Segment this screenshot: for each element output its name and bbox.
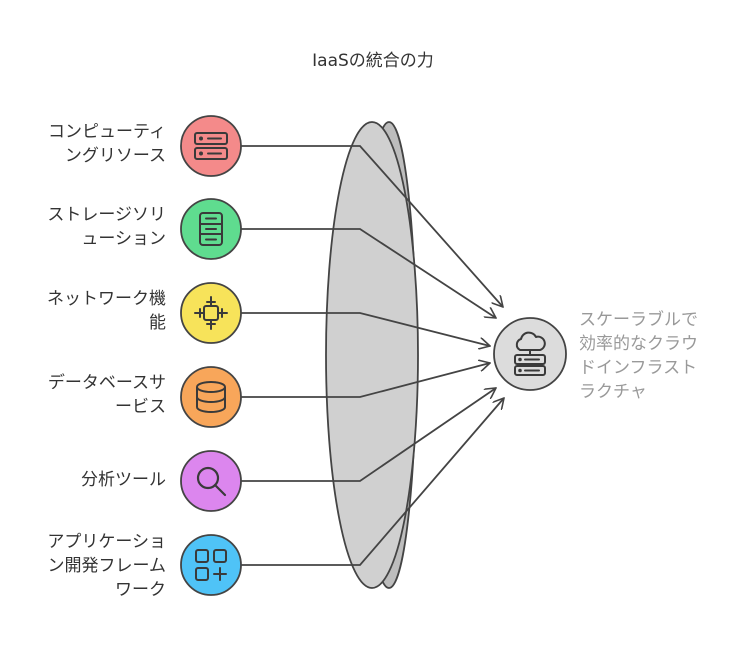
item-label-line: ン開発フレーム	[47, 556, 167, 576]
magnifier-icon	[196, 466, 227, 497]
item-label-line: ストレージソリ	[47, 205, 166, 225]
cloud-server-icon	[514, 331, 546, 376]
item-node-circle	[180, 366, 242, 428]
item-label-line: コンピューティ	[48, 122, 166, 142]
item-node-circle	[180, 115, 242, 177]
item-label-analytics: 分析ツール	[6, 468, 166, 492]
item-node-storage	[180, 198, 242, 260]
item-node-circle	[180, 450, 242, 512]
app-grid-plus-icon	[195, 549, 227, 581]
item-node-appdev	[180, 534, 242, 596]
item-label-line: ービス	[115, 397, 166, 417]
outcome-label-line: ラクチャ	[579, 382, 647, 402]
item-label-database: データベースサ ービス	[6, 371, 166, 419]
storage-stack-icon	[199, 212, 223, 246]
item-label-line: データベースサ	[47, 373, 166, 393]
item-label-appdev: アプリケーショ ン開発フレーム ワーク	[6, 530, 166, 602]
item-label-line: アプリケーショ	[47, 532, 166, 552]
connection-arrow	[241, 145, 503, 307]
integration-lens	[325, 121, 419, 589]
connection-arrow	[241, 398, 504, 566]
lens-front	[325, 121, 419, 589]
item-node-circle	[180, 282, 242, 344]
connection-lines	[241, 145, 504, 566]
outcome-label: スケーラブルで 効率的なクラウ ドインフラスト ラクチャ	[579, 308, 739, 404]
item-label-compute: コンピューティ ングリソース	[6, 120, 166, 168]
item-label-line: ングリソース	[64, 146, 166, 166]
item-label-line: ューション	[81, 229, 166, 249]
item-node-compute	[180, 115, 242, 177]
outcome-label-line: 効率的なクラウ	[579, 334, 698, 354]
item-label-storage: ストレージソリ ューション	[6, 203, 166, 251]
database-icon	[196, 381, 226, 413]
item-label-line: 能	[149, 313, 166, 333]
item-label-line: 分析ツール	[81, 470, 166, 490]
item-label-line: ワーク	[115, 580, 166, 600]
item-node-analytics	[180, 450, 242, 512]
connection-arrow	[241, 363, 490, 398]
connection-arrow	[241, 388, 496, 482]
connection-arrow	[241, 312, 490, 346]
item-node-circle	[180, 534, 242, 596]
outcome-node	[493, 317, 567, 391]
network-chip-icon	[194, 296, 228, 330]
connection-arrow	[241, 228, 496, 318]
diagram-title: IaaSの統合の力	[312, 51, 434, 71]
item-node-network	[180, 282, 242, 344]
item-label-network: ネットワーク機 能	[6, 287, 166, 335]
item-node-database	[180, 366, 242, 428]
item-label-line: ネットワーク機	[47, 289, 166, 309]
outcome-label-line: スケーラブルで	[579, 310, 698, 330]
server-rack-icon	[194, 132, 228, 160]
outcome-label-line: ドインフラスト	[579, 358, 698, 378]
